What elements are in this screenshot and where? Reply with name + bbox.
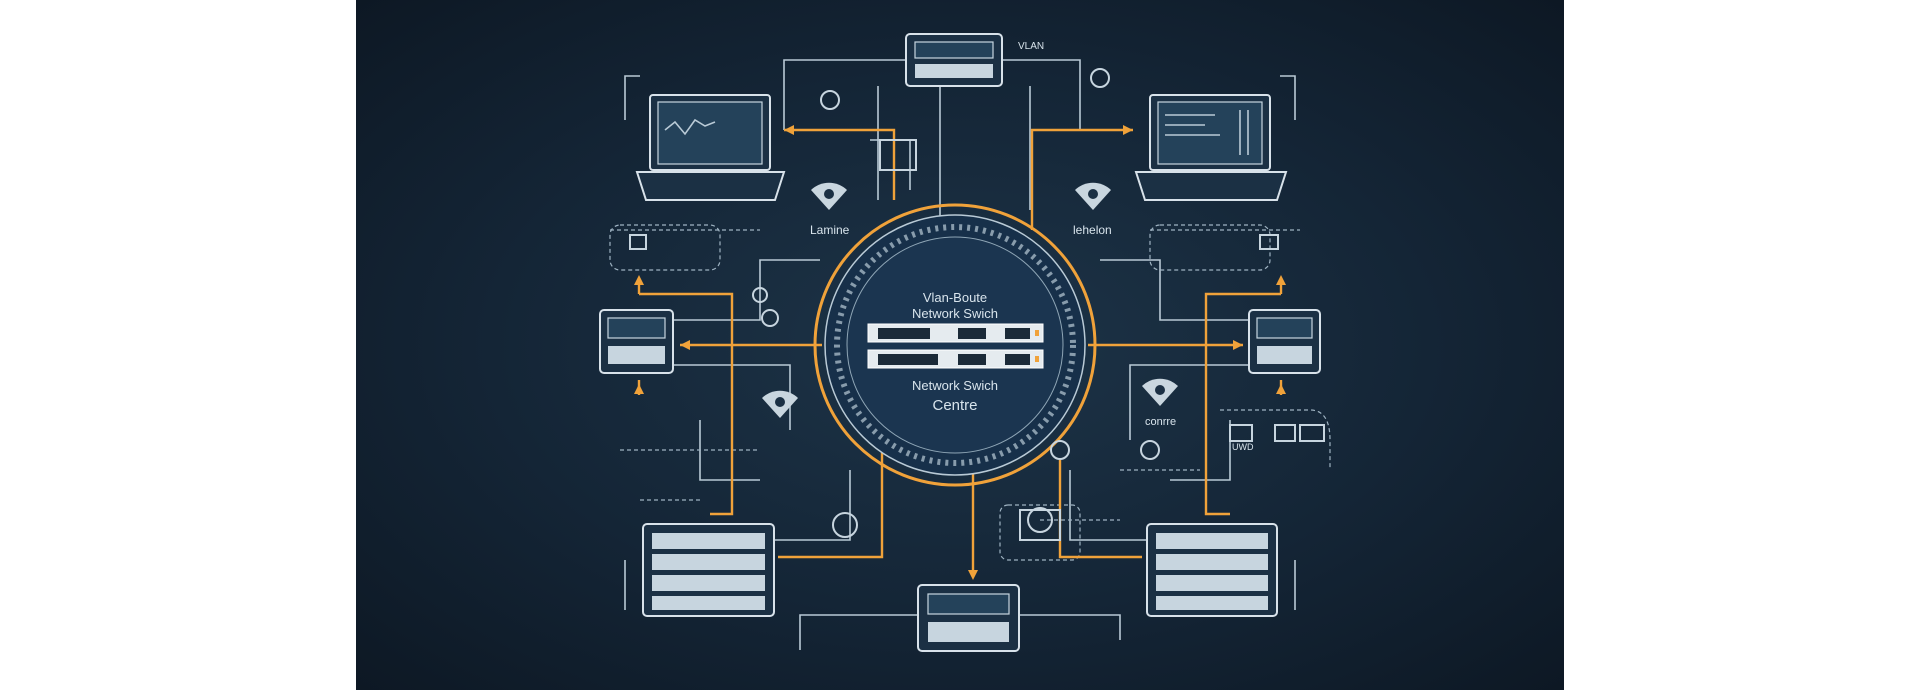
device-label-right: UWD xyxy=(1232,442,1254,452)
wifi-icon xyxy=(1075,182,1111,210)
switch-centre: Vlan-Boute Network Swich Network Swich C… xyxy=(813,203,1097,487)
switch-unit-2 xyxy=(867,349,1044,369)
frame-brackets xyxy=(624,75,1296,610)
switch-unit-1 xyxy=(867,323,1044,343)
wifi-label-right: lehelon xyxy=(1073,223,1112,237)
wifi-icon xyxy=(811,182,847,210)
laptop-top-left xyxy=(635,94,786,201)
center-title-line1: Vlan-Boute xyxy=(923,290,987,305)
router-top xyxy=(905,33,1003,87)
node-icons xyxy=(629,68,1325,541)
rack-bottom-right xyxy=(1146,523,1278,617)
center-subtitle-line1: Network Swich xyxy=(912,378,998,393)
vlan-label: VLAN xyxy=(1018,41,1044,52)
server-right xyxy=(1248,309,1321,374)
wifi-icon xyxy=(762,390,798,418)
router-bottom xyxy=(917,584,1020,652)
trunk-lines xyxy=(634,125,1286,580)
server-left xyxy=(599,309,674,374)
center-subtitle-line2: Centre xyxy=(932,397,977,414)
wifi-icon xyxy=(1142,378,1178,406)
wifi-label-right-lower: conrre xyxy=(1145,416,1176,428)
laptop-top-right xyxy=(1134,94,1288,201)
center-title-line2: Network Swich xyxy=(912,306,998,321)
rack-bottom-left xyxy=(642,523,775,617)
wifi-label-left: Lamine xyxy=(810,223,850,237)
